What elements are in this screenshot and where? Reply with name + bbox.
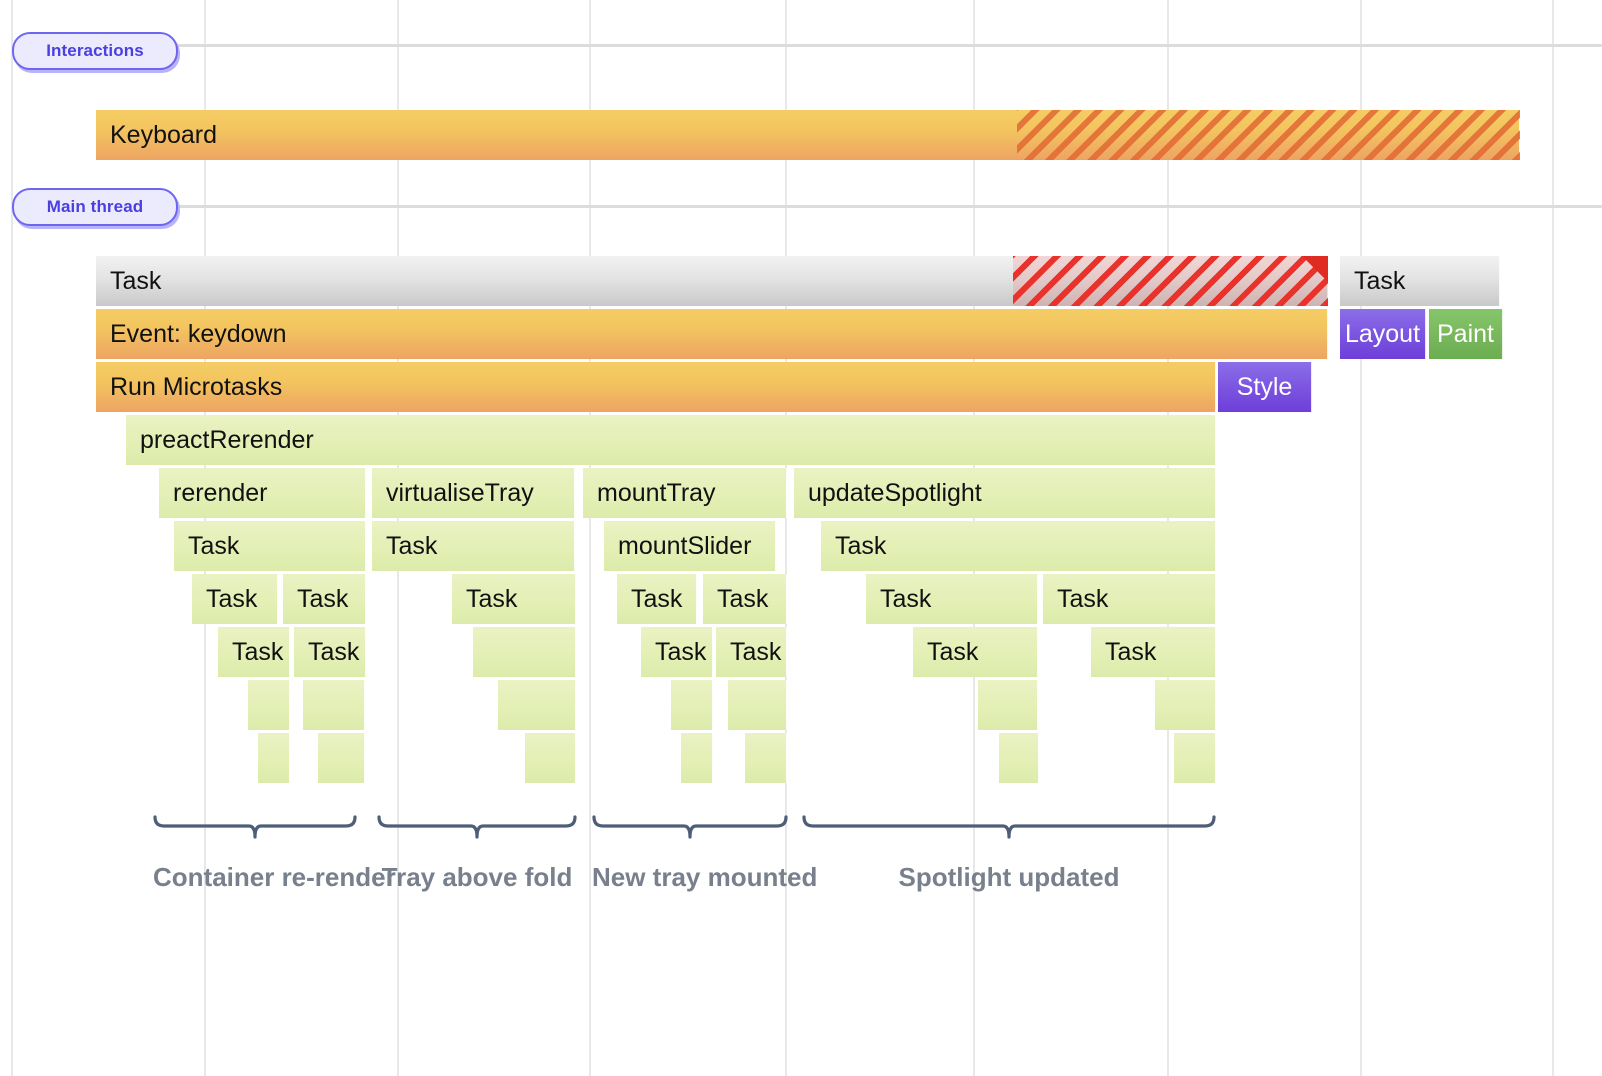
flame-r8-unlabeled[interactable] [728, 680, 787, 730]
track-pill-interactions[interactable]: Interactions [12, 32, 178, 70]
flame-r6-task[interactable]: Task [703, 574, 787, 624]
flame-r7-task[interactable]: Task [1091, 627, 1216, 677]
flame-r7-unlabeled[interactable] [473, 627, 576, 677]
flame-r6-task[interactable]: Task [192, 574, 278, 624]
flame-r8-unlabeled[interactable] [248, 680, 290, 730]
flame-r7-task[interactable]: Task [218, 627, 290, 677]
flame-r6-task[interactable]: Task [1043, 574, 1216, 624]
gridline-0 [11, 0, 13, 1076]
flame-r9-unlabeled[interactable] [999, 733, 1039, 783]
brace-3 [802, 815, 1216, 841]
annotation-label-new-tray-mounted: New tray mounted [592, 862, 818, 892]
flame-r6-task[interactable]: Task [283, 574, 366, 624]
flame-r8-unlabeled[interactable] [1155, 680, 1216, 730]
flame-r4-mounttray[interactable]: mountTray [583, 468, 787, 518]
gridline-8 [1552, 0, 1554, 1076]
track-rule-main-thread [140, 205, 1602, 208]
flame-r9-unlabeled[interactable] [318, 733, 365, 783]
flame-r3-preactrerender[interactable]: preactRerender [126, 415, 1216, 465]
flame-r9-unlabeled[interactable] [681, 733, 713, 783]
flame-r8-unlabeled[interactable] [671, 680, 713, 730]
flame-r1-event-keydown[interactable]: Event: keydown [96, 309, 1328, 359]
flame-r4-updatespotlight[interactable]: updateSpotlight [794, 468, 1216, 518]
flame-r1-layout[interactable]: Layout [1340, 309, 1426, 359]
track-rule-interactions [140, 44, 1602, 47]
gridline-7 [1360, 0, 1362, 1076]
flame-r7-task[interactable]: Task [294, 627, 366, 677]
gridline-3 [589, 0, 591, 1076]
flame-r2-style[interactable]: Style [1218, 362, 1312, 412]
annotation-label-container-re-render: Container re-render [153, 862, 396, 892]
track-pill-main-thread[interactable]: Main thread [12, 188, 178, 226]
annotation-label-spotlight-updated: Spotlight updated [898, 862, 1120, 892]
flame-r4-virtualisetray[interactable]: virtualiseTray [372, 468, 575, 518]
flame-r9-unlabeled[interactable] [1174, 733, 1216, 783]
flame-r9-unlabeled[interactable] [258, 733, 290, 783]
flame-r1-paint[interactable]: Paint [1429, 309, 1503, 359]
brace-0 [153, 815, 357, 841]
flame-r9-unlabeled[interactable] [745, 733, 787, 783]
flame-r8-unlabeled[interactable] [978, 680, 1038, 730]
interaction-bar-keyboard[interactable]: Keyboard [96, 110, 1520, 160]
flame-r7-task[interactable]: Task [716, 627, 787, 677]
flame-r9-unlabeled[interactable] [525, 733, 576, 783]
flame-r8-unlabeled[interactable] [303, 680, 365, 730]
flame-r0-task[interactable]: Task [1340, 256, 1500, 306]
brace-2 [592, 815, 788, 841]
flame-r5-mountslider[interactable]: mountSlider [604, 521, 776, 571]
flame-r5-task[interactable]: Task [821, 521, 1216, 571]
flame-r6-task[interactable]: Task [452, 574, 576, 624]
flame-r4-rerender[interactable]: rerender [159, 468, 366, 518]
flame-r5-task[interactable]: Task [372, 521, 575, 571]
gridline-4 [785, 0, 787, 1076]
flame-r7-task[interactable]: Task [641, 627, 713, 677]
flame-r0-task[interactable]: Task [96, 256, 1328, 306]
flame-r6-task[interactable]: Task [617, 574, 697, 624]
flame-r6-task[interactable]: Task [866, 574, 1038, 624]
annotation-label-tray-above-fold: Tray above fold [381, 862, 573, 892]
flame-r5-task[interactable]: Task [174, 521, 366, 571]
flame-r2-run-microtasks[interactable]: Run Microtasks [96, 362, 1216, 412]
brace-1 [377, 815, 577, 841]
flame-r8-unlabeled[interactable] [498, 680, 576, 730]
flame-r7-task[interactable]: Task [913, 627, 1038, 677]
